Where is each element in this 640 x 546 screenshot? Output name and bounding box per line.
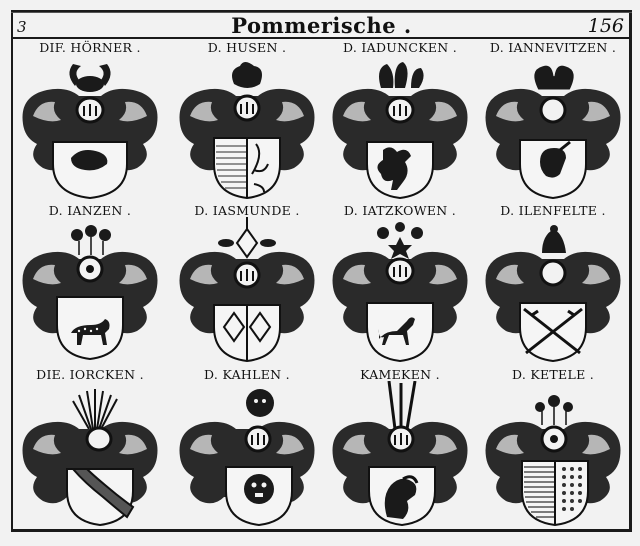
arms-label: D. IASMUNDE .	[194, 203, 300, 218]
arms-ilenfelte: D. ILENFELTE .	[476, 203, 630, 368]
header-rule	[11, 12, 632, 13]
arms-iannevitzen: D. IANNEVITZEN .	[476, 40, 630, 205]
coat-of-arms-griffin-icon	[323, 54, 477, 204]
arms-iasmunde: D. IASMUNDE .	[170, 203, 324, 368]
arms-label: D. KETELE .	[511, 367, 595, 382]
coat-of-arms-bezants-icon	[476, 381, 630, 531]
left-page-marker: 3	[17, 18, 27, 36]
arms-iaduncken: D. IADUNCKEN .	[323, 40, 477, 205]
arms-husen: D. HUSEN .	[170, 40, 324, 205]
coat-of-arms-lozenges-icon	[170, 217, 324, 367]
arms-label: DIE. IORCKEN .	[36, 367, 144, 382]
arms-label: D. IADUNCKEN .	[342, 40, 458, 55]
coat-of-arms-swords-icon	[476, 217, 630, 367]
arms-iorcken: DIE. IORCKEN .	[13, 367, 167, 532]
coat-of-arms-bend-icon	[13, 381, 167, 531]
arms-hoerner: DIF. HÖRNER .	[13, 40, 167, 205]
page-frame	[11, 10, 632, 532]
arms-label: D. IATZKOWEN .	[343, 203, 457, 218]
coat-of-arms-barry-icon	[170, 54, 324, 204]
arms-label: D. HUSEN .	[207, 40, 287, 55]
arms-label: D. IANZEN .	[48, 203, 132, 218]
arms-label: DIF. HÖRNER .	[39, 40, 141, 55]
coat-of-arms-lion-face-icon	[170, 381, 324, 531]
arms-label: D. KAHLEN .	[204, 367, 290, 382]
coat-of-arms-grid: DIF. HÖRNER . D. HUSEN .	[13, 40, 630, 530]
page-header: 3 Pommerische . 156	[11, 10, 632, 39]
coat-of-arms-boar-icon	[13, 54, 167, 204]
arms-label: KAMEKEN .	[360, 367, 440, 382]
arms-ketele: D. KETELE .	[476, 367, 630, 532]
coat-of-arms-bull-icon	[476, 54, 630, 204]
coat-of-arms-ram-icon	[323, 381, 477, 531]
arms-label: D. ILENFELTE .	[500, 203, 606, 218]
arms-iatzkowen: D. IATZKOWEN .	[323, 203, 477, 368]
coat-of-arms-horse-icon	[323, 217, 477, 367]
arms-kameken: KAMEKEN .	[323, 367, 477, 532]
arms-kahlen: D. KAHLEN .	[170, 367, 324, 532]
coat-of-arms-leopard-icon	[13, 217, 167, 367]
page-title: Pommerische .	[231, 13, 412, 38]
arms-label: D. IANNEVITZEN .	[489, 40, 617, 55]
page-number: 156	[587, 15, 624, 37]
arms-ianzen: D. IANZEN .	[13, 203, 167, 368]
